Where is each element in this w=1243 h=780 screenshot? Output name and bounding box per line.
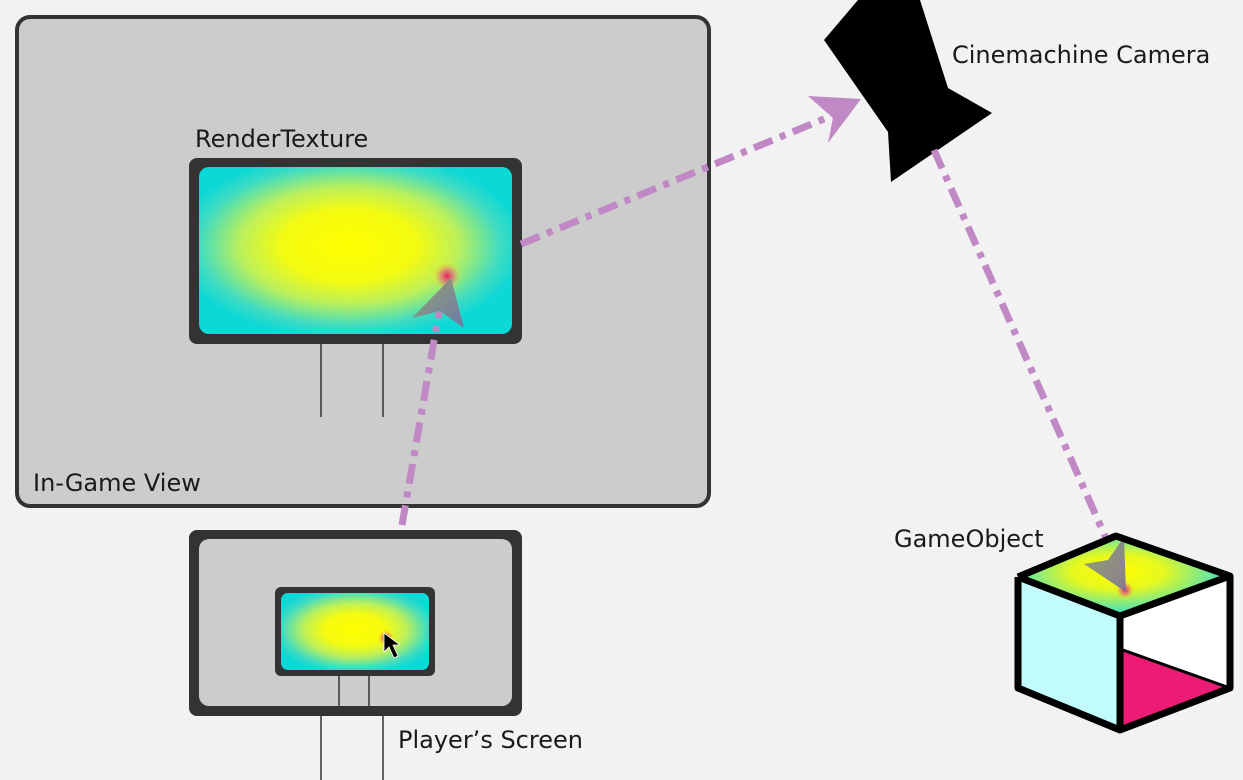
in-game-view-label: In-Game View	[33, 469, 201, 497]
render-texture-screen	[199, 167, 512, 334]
mouse-cursor-icon	[383, 632, 402, 659]
cube-floor	[1120, 649, 1230, 730]
texture-to-camera-arrowhead	[808, 96, 861, 143]
camera-to-gameobject-ray	[930, 148, 1113, 547]
camera-to-gameobject-arrowhead	[1084, 537, 1126, 592]
gameobject-label: GameObject	[894, 525, 1044, 553]
cinemachine-camera-label: Cinemachine Camera	[952, 41, 1210, 69]
gameobject-cube	[1014, 532, 1234, 734]
mini-monitor-screen	[281, 593, 429, 670]
cube-left-face	[1018, 577, 1120, 730]
render-texture-hit-point	[432, 261, 462, 291]
camera-icon	[824, 0, 992, 182]
screen-to-texture-ray	[398, 311, 443, 526]
render-texture-label: RenderTexture	[195, 125, 368, 153]
texture-to-camera-ray	[519, 110, 838, 248]
screen-to-texture-arrowhead	[412, 278, 464, 328]
players-screen-label: Player’s Screen	[398, 726, 583, 754]
